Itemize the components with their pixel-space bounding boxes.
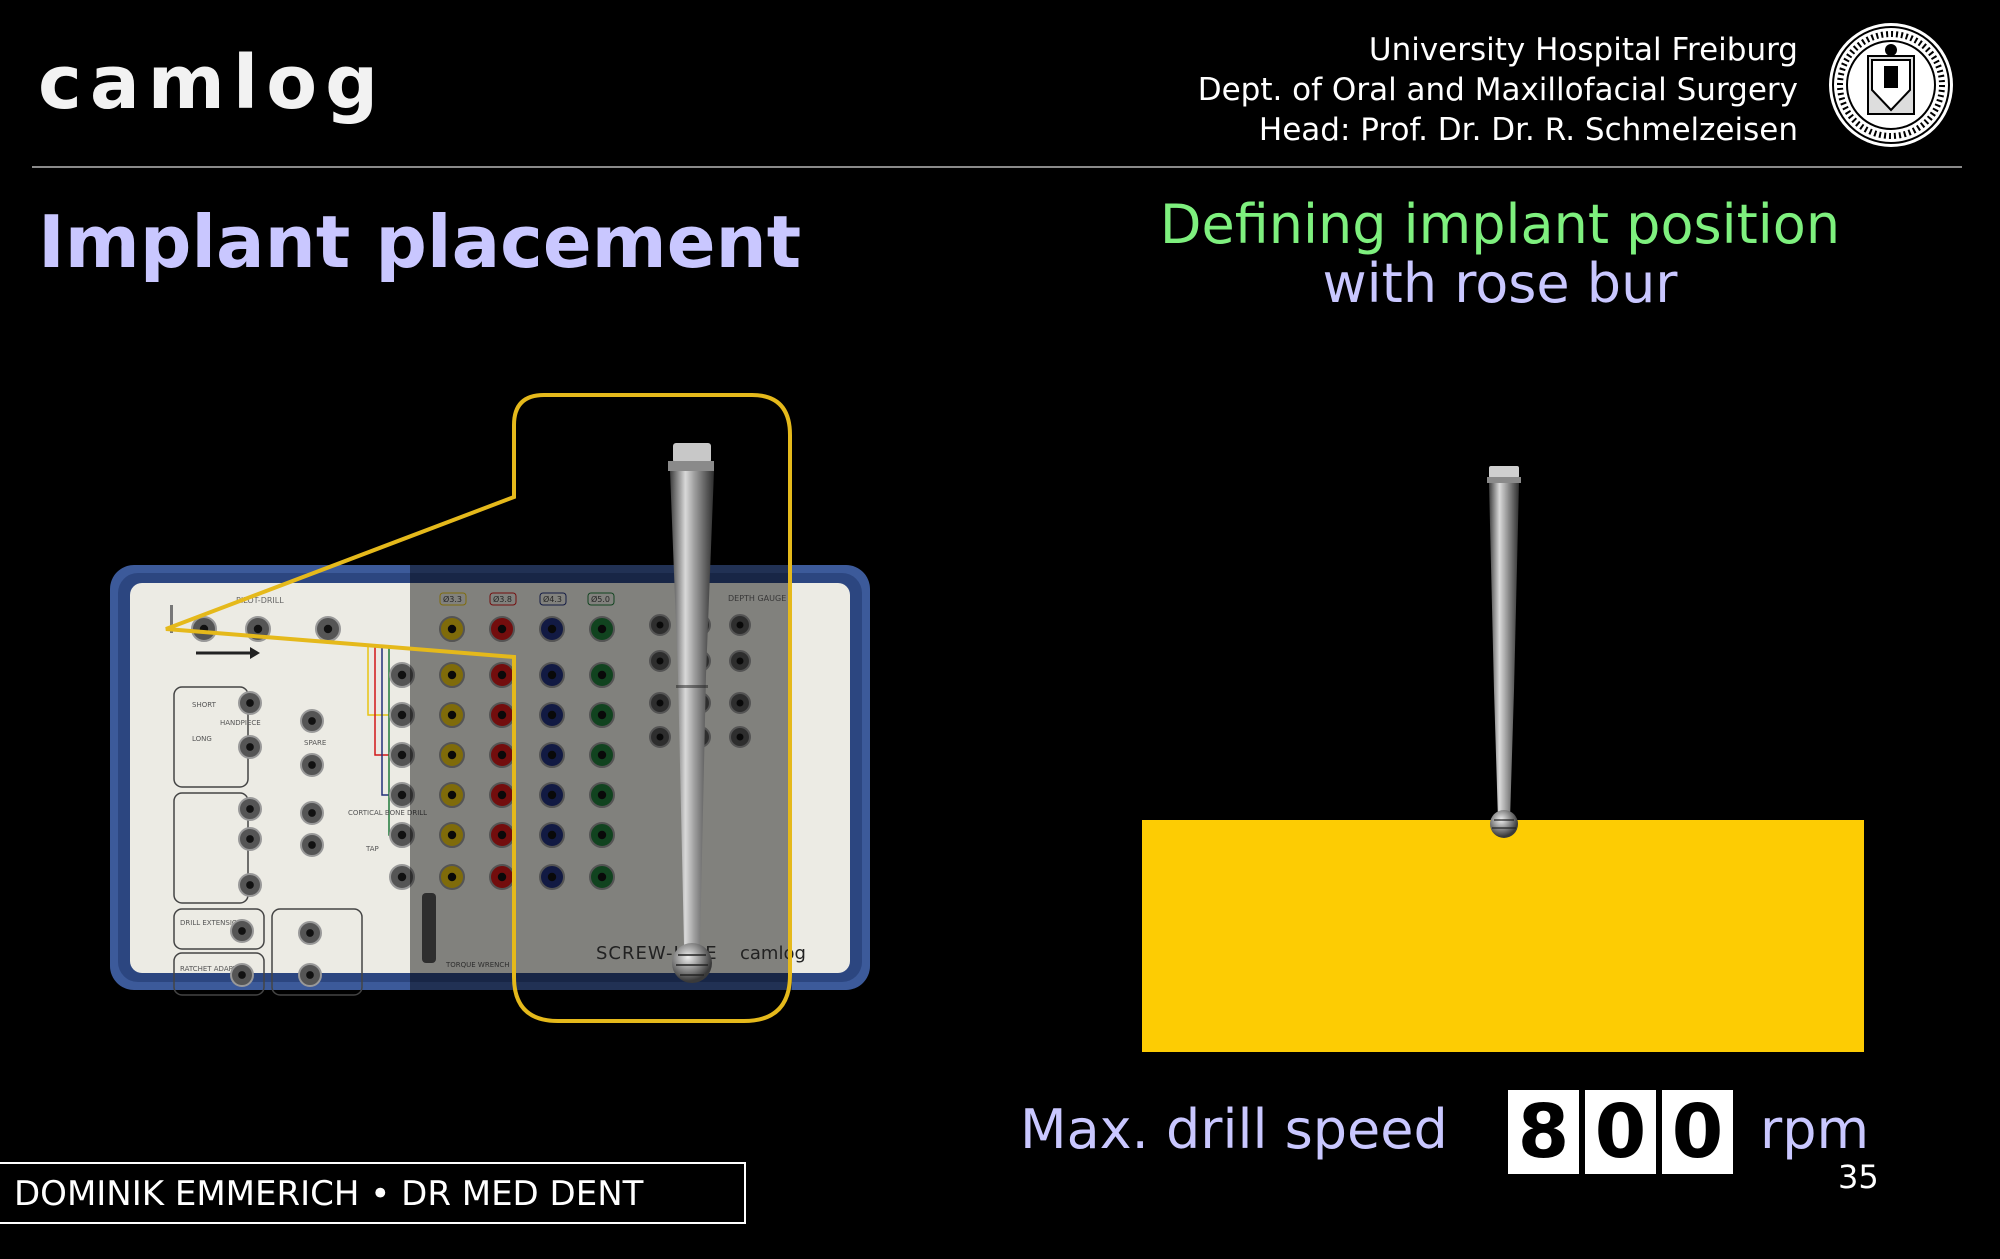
speed-readout: 8 0 0 <box>1508 1090 1733 1174</box>
slot-center <box>447 670 457 680</box>
slot-center <box>397 872 407 882</box>
slot-center <box>246 805 254 813</box>
institution-block: University Hospital Freiburg Dept. of Or… <box>1198 30 1798 150</box>
tray-brand-text: camlog <box>740 943 806 964</box>
surgical-tray-illustration: PILOT-DRILL DEPTH GAUGE SHORT LONG HANDP… <box>110 393 870 1023</box>
institution-line-3: Head: Prof. Dr. Dr. R. Schmelzeisen <box>1258 112 1798 148</box>
label-ratchet-adapter: RATCHET ADAPTER <box>180 965 247 973</box>
slot-center <box>547 750 557 760</box>
slot-center <box>497 710 507 720</box>
label-spare: SPARE <box>304 739 326 747</box>
camlog-logo: camlog <box>38 40 387 126</box>
slot-center <box>246 835 254 843</box>
slot-center <box>656 733 664 741</box>
size-tag-2: Ø3.8 <box>493 594 512 604</box>
slot-center <box>308 809 316 817</box>
label-handpiece: HANDPIECE <box>220 719 261 727</box>
slot-center <box>397 710 407 720</box>
slot-center <box>246 743 254 751</box>
institution-line-2: Dept. of Oral and Maxillofacial Surgery <box>1197 72 1798 108</box>
slot-center <box>447 750 457 760</box>
torque-wrench <box>422 893 436 963</box>
rose-bur-small <box>1487 466 1521 838</box>
slot-center <box>736 657 744 665</box>
slot-center <box>397 830 407 840</box>
slot-center <box>547 670 557 680</box>
speed-unit: rpm <box>1760 1098 1870 1161</box>
slot-center <box>238 927 246 935</box>
slot-center <box>736 733 744 741</box>
slot-center <box>597 710 607 720</box>
slot-center <box>547 830 557 840</box>
size-tag-1: Ø3.3 <box>443 594 462 604</box>
size-tag-3: Ø4.3 <box>543 594 562 604</box>
slot-center <box>656 621 664 629</box>
size-tag-4: Ø5.0 <box>591 594 610 604</box>
slot-center <box>597 750 607 760</box>
header-divider <box>32 166 1962 168</box>
slot-center <box>447 624 457 634</box>
slot-center <box>497 624 507 634</box>
label-long: LONG <box>192 735 212 743</box>
slot-center <box>736 699 744 707</box>
label-short: SHORT <box>192 701 217 709</box>
slot-center <box>547 624 557 634</box>
university-seal-icon <box>1829 23 1953 147</box>
institution-line-1: University Hospital Freiburg <box>1368 32 1798 68</box>
slot-center <box>397 670 407 680</box>
subtitle-line-1: Defining implant position <box>1159 193 1841 256</box>
slot-center <box>497 750 507 760</box>
slot-center <box>306 929 314 937</box>
rose-bur-large <box>668 443 714 983</box>
max-speed-label: Max. drill speed <box>1020 1098 1448 1161</box>
tray-insert <box>130 583 850 973</box>
slot-center <box>246 699 254 707</box>
label-cortical-bone-drill: CORTICAL BONE DRILL <box>348 809 427 817</box>
speed-digit-1: 8 <box>1508 1090 1579 1174</box>
slot-center <box>497 670 507 680</box>
slot-center <box>308 717 316 725</box>
slot-center <box>447 790 457 800</box>
slot-center <box>397 750 407 760</box>
label-depth-gauge: DEPTH GAUGE <box>728 594 786 603</box>
slot-center <box>238 971 246 979</box>
slot-center <box>306 971 314 979</box>
slot-center <box>597 670 607 680</box>
label-torque-wrench: TORQUE WRENCH <box>445 961 510 969</box>
slot-center <box>547 710 557 720</box>
slot-center <box>597 830 607 840</box>
slot-center <box>253 624 263 634</box>
slot-center <box>656 657 664 665</box>
slot-center <box>447 872 457 882</box>
slot-center <box>447 830 457 840</box>
speed-digit-2: 0 <box>1585 1090 1656 1174</box>
slot-center <box>597 872 607 882</box>
author-footer: DOMINIK EMMERICH • DR MED DENT <box>0 1162 746 1224</box>
slot-center <box>597 624 607 634</box>
slot-center <box>308 841 316 849</box>
slot-center <box>447 710 457 720</box>
label-tap: TAP <box>365 845 379 853</box>
slot-center <box>547 872 557 882</box>
bone-block <box>1142 820 1864 1052</box>
label-pilot: PILOT-DRILL <box>236 596 284 605</box>
slot-center <box>308 761 316 769</box>
zoom-callout <box>165 393 792 1023</box>
slot-center <box>323 624 333 634</box>
slot-center <box>597 790 607 800</box>
slot-center <box>497 830 507 840</box>
subtitle-line-2: with rose bur <box>1322 252 1678 315</box>
speed-digit-3: 0 <box>1662 1090 1733 1174</box>
page-number: 35 <box>1838 1158 1879 1196</box>
label-drill-extension: DRILL EXTENSION <box>180 919 243 927</box>
slot-center <box>397 790 407 800</box>
slide-title: Implant placement <box>38 200 802 284</box>
slot-center <box>736 621 744 629</box>
slot-center <box>656 699 664 707</box>
slot-center <box>497 872 507 882</box>
slot-center <box>497 790 507 800</box>
slot-center <box>246 881 254 889</box>
slot-center <box>547 790 557 800</box>
